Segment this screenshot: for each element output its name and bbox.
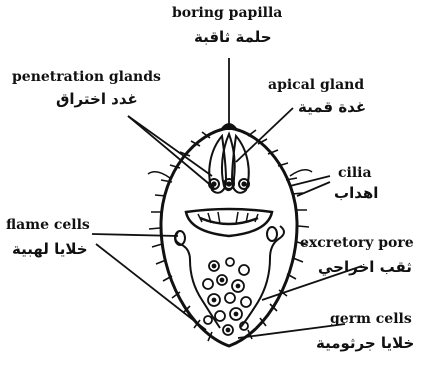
nerve-mass: [186, 209, 272, 236]
leader-apical-gland: [236, 108, 293, 162]
flame-cells-label-en: flame cells: [6, 218, 90, 232]
excretory-pore-label-ar: ثقب اخراجي: [318, 260, 412, 275]
boring-papilla-label-ar: حلمة ثاقبة: [194, 30, 272, 45]
apical-gland-label-ar: غدة قمية: [298, 100, 366, 115]
apical-gland-label-en: apical gland: [268, 78, 364, 92]
germ-cells-label-ar: خلايا جرثومية: [316, 336, 414, 351]
glands: [209, 134, 249, 193]
cilia-label-ar: اهداب: [334, 186, 378, 201]
flame-cells-label-ar: خلايا لهبية: [12, 242, 88, 257]
excretory-pore-label-en: excretory pore: [300, 236, 414, 250]
penetration-glands-label-ar: غدد اختراق: [56, 92, 138, 107]
cilia-label-en: cilia: [338, 166, 372, 180]
leader-cilia-2: [297, 182, 330, 196]
penetration-glands-label-en: penetration glands: [12, 70, 161, 84]
germ-cells-label-en: germ cells: [330, 312, 412, 326]
leader-flame-cells: [92, 234, 178, 236]
boring-papilla-label-en: boring papilla: [172, 6, 282, 20]
